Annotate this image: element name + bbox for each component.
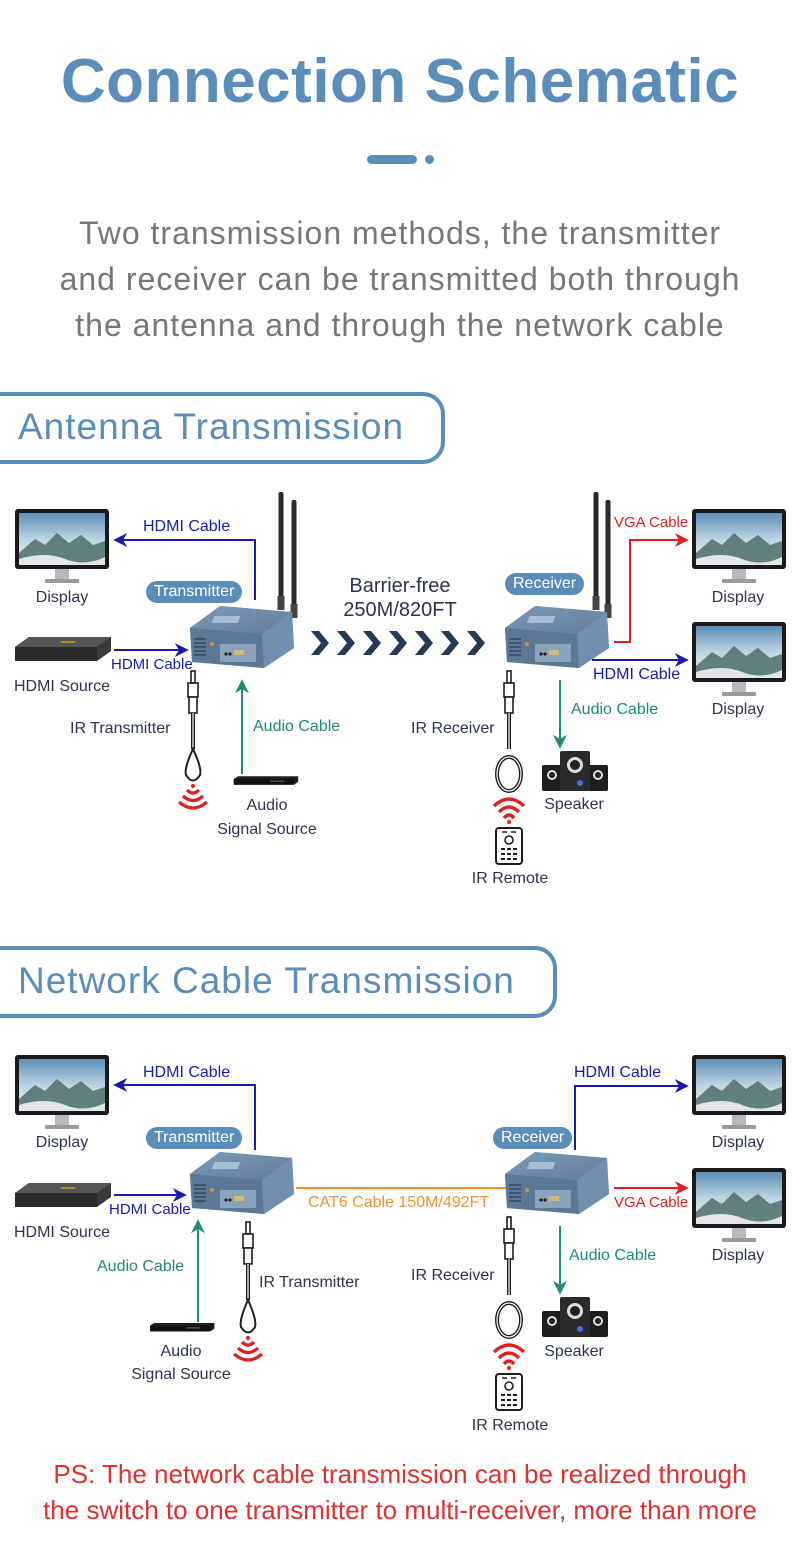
cat6-cable-label: CAT6 Cable 150M/492FT: [308, 1194, 490, 1211]
speaker-label: Speaker: [544, 796, 604, 813]
display-label: Display: [35, 1134, 89, 1151]
ir-transmitter-cable-icon: [241, 1220, 255, 1302]
hdmi-cable-to-display-line: [113, 1078, 256, 1150]
display-label: Display: [711, 1247, 765, 1264]
cable-label-hdmi: HDMI Cable: [574, 1064, 662, 1081]
display-label: Display: [711, 589, 765, 606]
cable-label-vga: VGA Cable: [614, 514, 689, 531]
subtitle-line: the antenna and through the network cabl…: [75, 307, 725, 343]
chevron-right-icon: [337, 631, 355, 655]
antenna-icon: [290, 500, 298, 618]
transmitter-device-icon: [190, 1152, 294, 1214]
audio-signal-source-icon: [150, 1323, 215, 1332]
ps-note-line: the switch to one transmitter to multi-r…: [43, 1495, 757, 1525]
subtitle-line: and receiver can be transmitted both thr…: [59, 261, 741, 297]
ir-transmitter-label: IR Transmitter: [259, 1274, 360, 1291]
network-section-header: Network Cable Transmission: [0, 946, 557, 1018]
display-monitor-icon: [15, 509, 109, 583]
audio-source-label-line: Signal Source: [131, 1366, 231, 1383]
vga-cable-line: [614, 533, 689, 643]
ir-signal-icon: [177, 782, 209, 810]
title-underline-dash: [367, 155, 417, 164]
subtitle-line: Two transmission methods, the transmitte…: [78, 215, 722, 251]
speaker-icon: [542, 751, 608, 791]
chevron-right-icon: [311, 631, 329, 655]
ir-remote-icon: [495, 827, 523, 865]
cable-label-audio: Audio Cable: [97, 1258, 185, 1275]
display-monitor-icon: [15, 1055, 109, 1129]
transmitter-badge: Transmitter: [146, 1127, 243, 1149]
speaker-label: Speaker: [544, 1343, 604, 1360]
audio-signal-source-icon: [233, 776, 299, 785]
hdmi-cable-to-display-line: [574, 1079, 689, 1150]
ir-emitter-head-icon: [184, 746, 202, 782]
chevron-right-icon: [389, 631, 407, 655]
cable-label-hdmi: HDMI Cable: [593, 666, 681, 683]
receiver-badge: Receiver: [505, 573, 585, 595]
display-label: Display: [711, 1134, 765, 1151]
cable-label-hdmi: HDMI Cable: [143, 518, 231, 535]
audio-source-label-line: Audio: [160, 1343, 202, 1360]
speaker-icon: [542, 1297, 608, 1337]
hdmi-source-label: HDMI Source: [13, 678, 111, 695]
ir-remote-icon: [495, 1373, 523, 1411]
ps-note-line: PS: The network cable transmission can b…: [53, 1459, 747, 1489]
chevron-right-icon: [415, 631, 433, 655]
cable-label-vga: VGA Cable: [614, 1194, 689, 1211]
cable-label-audio: Audio Cable: [569, 1247, 657, 1264]
ps-note: PS: The network cable transmission can b…: [0, 1456, 800, 1528]
antenna-icon: [277, 492, 285, 610]
audio-source-label-line: Signal Source: [217, 821, 317, 838]
ir-receiver-label: IR Receiver: [411, 1267, 495, 1284]
display-monitor-icon: [692, 1055, 786, 1129]
ir-transmitter-label: IR Transmitter: [70, 720, 171, 737]
display-monitor-icon: [692, 509, 786, 583]
cable-label-audio: Audio Cable: [571, 701, 659, 718]
ir-remote-label: IR Remote: [471, 1417, 549, 1434]
network-section-title: Network Cable Transmission: [18, 960, 515, 1001]
transmitter-device-icon: [190, 606, 294, 668]
cable-label-hdmi: HDMI Cable: [143, 1064, 231, 1081]
receiver-badge: Receiver: [493, 1127, 573, 1149]
chevron-right-icon: [441, 631, 459, 655]
receiver-device-icon: [505, 606, 609, 668]
ir-emitter-head-icon: [239, 1297, 257, 1334]
ir-receiver-cable-icon: [502, 1215, 516, 1297]
hdmi-cable-to-display-line: [113, 533, 256, 600]
cable-label-hdmi: HDMI Cable: [111, 656, 193, 673]
ir-remote-label: IR Remote: [471, 870, 549, 887]
page-title: Connection Schematic: [60, 47, 740, 116]
hdmi-source-box-icon: [15, 637, 111, 661]
hdmi-source-box-icon: [15, 1183, 111, 1207]
audio-source-label-line: Audio: [246, 797, 288, 814]
chevron-right-icon: [467, 631, 485, 655]
receiver-device-icon: [505, 1152, 609, 1214]
display-label: Display: [35, 589, 89, 606]
transmission-chevrons: [311, 631, 485, 655]
wireless-range-label: Barrier-free 250M/820FT: [318, 574, 482, 622]
display-monitor-icon: [692, 622, 786, 696]
ir-receiver-cable-icon: [502, 669, 516, 751]
ir-receiver-label: IR Receiver: [411, 720, 495, 737]
ir-transmitter-cable-icon: [186, 669, 200, 751]
wireless-range-line: Barrier-free: [349, 575, 451, 597]
ir-signal-icon: [232, 1334, 264, 1362]
display-monitor-icon: [692, 1168, 786, 1242]
title-underline-dot: [425, 155, 434, 164]
display-label: Display: [711, 701, 765, 718]
cable-label-hdmi: HDMI Cable: [109, 1201, 191, 1218]
ir-signal-icon: [492, 797, 526, 826]
page-subtitle: Two transmission methods, the transmitte…: [20, 210, 780, 348]
antenna-section-header: Antenna Transmission: [0, 392, 445, 464]
hdmi-source-label: HDMI Source: [13, 1224, 111, 1241]
cable-label-audio: Audio Cable: [253, 718, 341, 735]
transmitter-badge: Transmitter: [146, 581, 243, 603]
antenna-section-title: Antenna Transmission: [18, 406, 405, 447]
wireless-range-line: 250M/820FT: [343, 599, 457, 621]
antenna-icon: [604, 500, 612, 618]
antenna-icon: [592, 492, 600, 610]
chevron-right-icon: [363, 631, 381, 655]
ir-signal-icon: [492, 1343, 526, 1372]
